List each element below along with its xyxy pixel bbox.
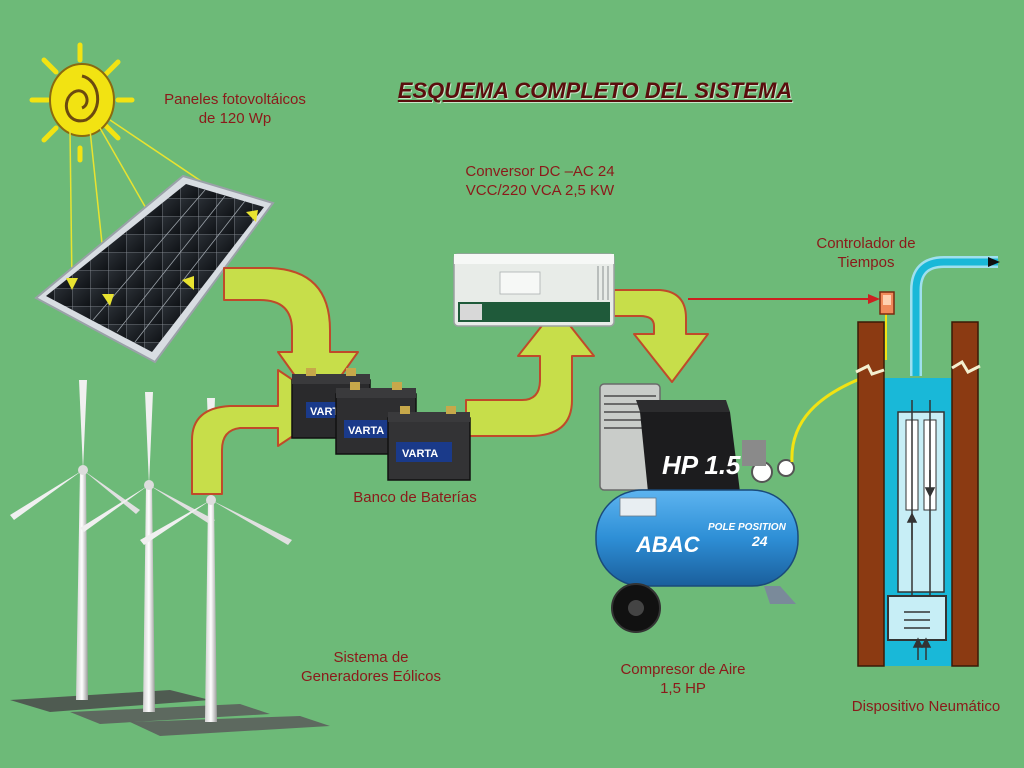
solar-panel [34,174,275,364]
compressor-brand: ABAC [635,532,701,557]
battery-3-brand: VARTA [402,448,438,460]
page-title: ESQUEMA COMPLETO DEL SISTEMA [397,78,793,103]
label-timer-controller: Controlador de Tiempos [816,235,916,271]
battery-bank: VARTA VARTA VARTA [291,368,471,481]
air-compressor: HP 1.5 ABAC POLE POSITION 24 [595,383,799,633]
label-battery-bank: Banco de Baterías [353,489,477,506]
label-pneumatic-device: Dispositivo Neumático [851,698,1001,715]
battery-3: VARTA [387,406,471,481]
arrow-inverter-to-compressor [613,289,709,383]
pneumatic-device [855,256,1000,667]
compressor-size: 24 [751,533,768,549]
battery-2-brand: VARTA [348,425,384,437]
compressor-model: POLE POSITION [708,522,787,533]
air-hose [790,376,863,463]
signal-line-inverter-to-timer [688,294,880,304]
timer-controller [879,291,895,315]
arrow-panels-to-batteries [223,267,359,409]
label-wind-generators: Sistema de Generadores Eólicos [300,649,442,685]
arrow-batteries-to-inverter [465,307,595,437]
ray-arrowheads [66,210,258,306]
sun-icon [29,42,135,163]
compressor-rating: HP 1.5 [662,450,741,480]
label-air-compressor: Compresor de Aire 1,5 HP [620,661,746,697]
label-solar-panels: Paneles fotovoltáicos de 120 Wp [164,91,306,127]
wind-turbine-1 [10,380,140,700]
inverter-device [453,253,615,327]
label-inverter: Conversor DC –AC 24 VCC/220 VCA 2,5 KW [465,163,615,199]
